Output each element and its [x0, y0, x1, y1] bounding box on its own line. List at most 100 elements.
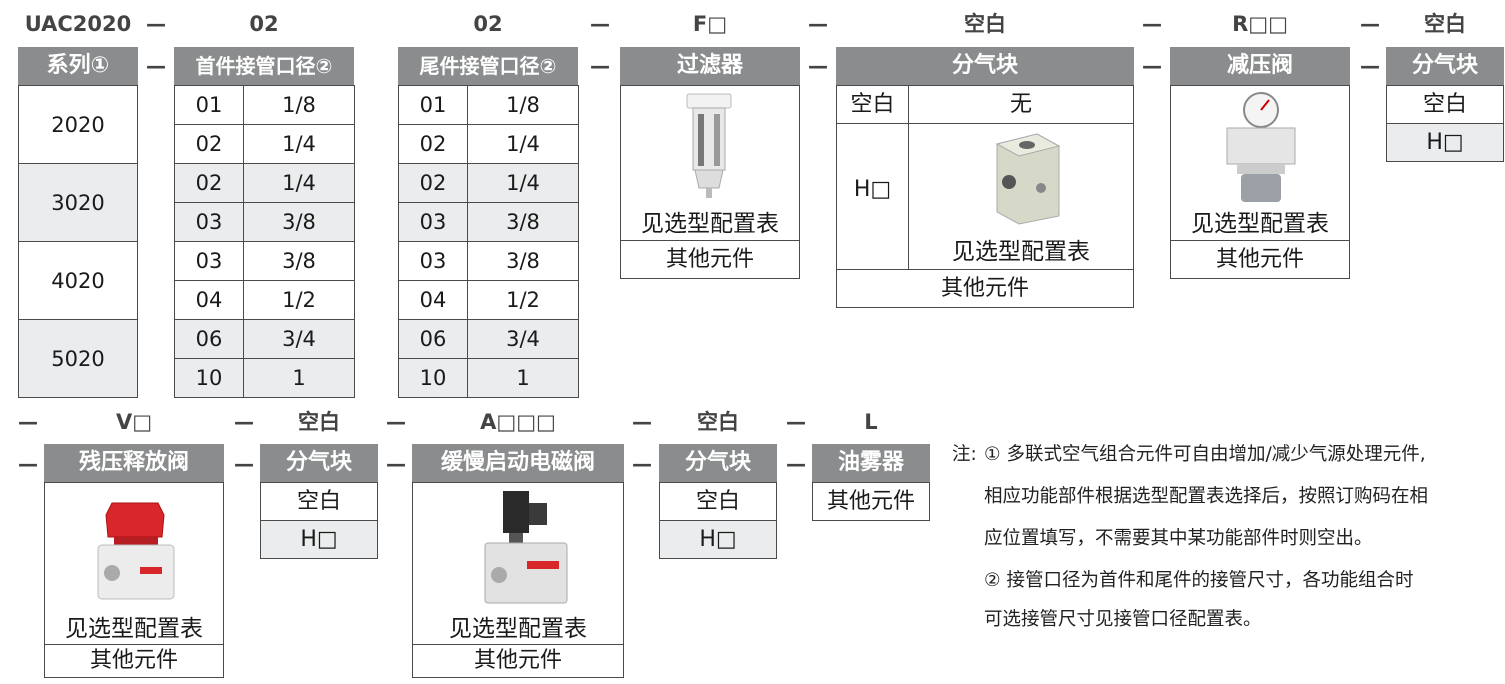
port-code: 10	[174, 358, 244, 398]
manifold-image-cell: 见选型配置表	[908, 123, 1134, 270]
manifold-blank: 空白	[836, 85, 909, 124]
port-code: 02	[174, 124, 244, 164]
regulator-cell: 见选型配置表	[1170, 85, 1350, 241]
see-table-label: 见选型配置表	[449, 616, 587, 642]
dash: —	[234, 410, 254, 434]
dash: —	[1142, 12, 1162, 36]
note-2-line-1: ② 接管口径为首件和尾件的接管尺寸，各功能组合时	[984, 570, 1414, 591]
dash: —	[632, 410, 652, 434]
note-prefix: 注:	[952, 444, 977, 465]
header-manifold: 分气块	[836, 47, 1134, 85]
port-size: 3/8	[467, 202, 579, 242]
dash: —	[1360, 12, 1380, 36]
see-table-label: 见选型配置表	[952, 239, 1090, 265]
dash: —	[146, 54, 166, 78]
dash: —	[590, 54, 610, 78]
port-size: 1/8	[467, 85, 579, 125]
code-lubricator: L	[864, 410, 878, 434]
port-code: 02	[398, 163, 468, 203]
residual-valve-icon	[97, 502, 175, 600]
note-1-line-1: ① 多联式空气组合元件可自由增加/减少气源处理元件,	[984, 444, 1426, 465]
header-residual: 残压释放阀	[44, 444, 224, 482]
header-outlet: 尾件接管口径②	[398, 47, 578, 85]
manifold-h: H□	[1386, 123, 1504, 162]
code-manifold: 空白	[964, 12, 1006, 36]
dash: —	[786, 410, 806, 434]
port-size: 1/2	[243, 280, 355, 320]
port-size: 1/4	[243, 124, 355, 164]
port-code: 03	[174, 202, 244, 242]
series-value: 3020	[18, 163, 138, 242]
dash: —	[1142, 54, 1162, 78]
series-table: 2020 3020 4020 5020	[18, 85, 138, 398]
code-manifold: 空白	[1424, 12, 1466, 36]
port-size: 3/8	[243, 241, 355, 281]
dash: —	[632, 452, 652, 476]
header-inlet: 首件接管口径②	[174, 47, 354, 85]
port-code: 06	[174, 319, 244, 359]
other-components: 其他元件	[412, 644, 624, 678]
port-size: 1/4	[243, 163, 355, 203]
port-code: 01	[398, 85, 468, 125]
other-components: 其他元件	[44, 644, 224, 678]
dash: —	[18, 410, 38, 434]
code-outlet: 02	[473, 12, 503, 36]
port-size: 1/4	[467, 163, 579, 203]
code-manifold: 空白	[298, 410, 340, 434]
code-series: UAC2020	[24, 12, 132, 36]
code-inlet: 02	[249, 12, 279, 36]
note-1-line-2: 相应功能部件根据选型配置表选择后，按照订购码在相	[984, 486, 1429, 507]
series-value: 5020	[18, 319, 138, 398]
dash: —	[1360, 54, 1380, 78]
filter-cell: 见选型配置表	[620, 85, 800, 241]
code-manifold: 空白	[697, 410, 739, 434]
manifold-h: H□	[260, 520, 378, 559]
port-code: 02	[174, 163, 244, 203]
other-components: 其他元件	[620, 240, 800, 279]
port-size: 3/8	[243, 202, 355, 242]
port-size: 1/8	[243, 85, 355, 125]
port-size: 1	[243, 358, 355, 398]
manifold-block-icon	[995, 133, 1061, 225]
manifold-blank: 空白	[260, 482, 378, 521]
manifold-none: 无	[908, 85, 1134, 124]
code-softstart: A□□□	[480, 410, 556, 434]
header-regulator: 减压阀	[1170, 47, 1350, 85]
dash: —	[786, 452, 806, 476]
dash: —	[18, 452, 38, 476]
header-series: 系列①	[18, 47, 138, 85]
dash: —	[386, 410, 406, 434]
port-code: 03	[398, 202, 468, 242]
see-table-label: 见选型配置表	[641, 211, 779, 237]
port-code: 04	[398, 280, 468, 320]
port-code: 06	[398, 319, 468, 359]
header-softstart: 缓慢启动电磁阀	[412, 444, 624, 482]
series-value: 4020	[18, 241, 138, 320]
dash: —	[808, 54, 828, 78]
see-table-label: 见选型配置表	[65, 616, 203, 642]
code-filter: F□	[692, 12, 728, 36]
dash: —	[590, 12, 610, 36]
dash: —	[146, 12, 166, 36]
note-1-line-3: 应位置填写，不需要其中某功能部件时则空出。	[984, 528, 1373, 549]
header-manifold: 分气块	[659, 444, 777, 482]
port-code: 03	[174, 241, 244, 281]
port-code: 10	[398, 358, 468, 398]
residual-valve-cell: 见选型配置表	[44, 482, 224, 645]
header-filter: 过滤器	[620, 47, 800, 85]
note-2-line-2: 可选接管尺寸见接管口径配置表。	[984, 609, 1262, 630]
other-components: 其他元件	[836, 269, 1134, 308]
manifold-blank: 空白	[1386, 85, 1504, 124]
regulator-icon	[1226, 92, 1296, 202]
other-components: 其他元件	[1170, 240, 1350, 279]
port-size: 1/4	[467, 124, 579, 164]
header-lubricator: 油雾器	[812, 444, 930, 482]
solenoid-valve-icon	[484, 491, 568, 604]
see-table-label: 见选型配置表	[1191, 211, 1329, 237]
port-size: 3/4	[467, 319, 579, 359]
port-size: 3/8	[467, 241, 579, 281]
port-size: 1	[467, 358, 579, 398]
dash: —	[808, 12, 828, 36]
filter-icon	[686, 93, 732, 198]
